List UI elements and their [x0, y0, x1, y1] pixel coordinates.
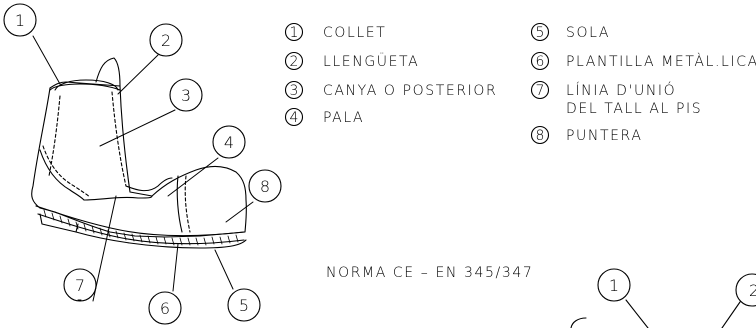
legend-label-sola: SOLA	[566, 25, 610, 41]
leader-lines	[33, 36, 253, 301]
legend-num-3: 3	[290, 83, 299, 99]
legend-item-7: 7 LÍNIA D'UNIÓ DEL TALL AL PIS	[532, 81, 703, 117]
legend-label-canya: CANYA O POSTERIOR	[323, 83, 497, 99]
boot-drawing	[32, 58, 247, 248]
legend-num-2: 2	[290, 54, 299, 70]
partial-leader-2	[722, 302, 740, 328]
norm-text: NORMA CE – EN 345/347	[326, 265, 533, 281]
vamp-seam	[84, 196, 152, 200]
partial-leader-1	[626, 300, 648, 328]
legend-label-collet: COLLET	[323, 25, 386, 41]
legend-num-7: 7	[536, 83, 545, 99]
legend-item-2: 2 LLENGÜETA	[286, 53, 420, 71]
legend-num-8: 8	[536, 128, 545, 144]
toe-cap-stitch	[185, 176, 190, 232]
partial-callout-2: 2	[736, 274, 756, 306]
instep-seam	[126, 178, 172, 191]
callout-6: 6	[149, 292, 181, 324]
partial-circle-edge	[571, 318, 586, 328]
sole-top	[36, 206, 244, 236]
callout-1-label: 1	[15, 11, 25, 30]
boot-outline	[32, 82, 247, 237]
callout-5: 5	[228, 289, 260, 321]
callout-4: 4	[213, 126, 245, 158]
callout-2: 2	[150, 24, 182, 56]
callout-8: 8	[249, 170, 281, 202]
shaft-stitch-back	[49, 96, 60, 176]
heel-counter	[40, 150, 84, 200]
legend-item-6: 6 PLANTILLA METÀL.LICA	[532, 53, 756, 71]
legend-item-8: 8 PUNTERA	[532, 127, 643, 145]
legend-label-linia-line1: LÍNIA D'UNIÓ	[566, 81, 676, 99]
tongue-outline	[96, 58, 120, 86]
legend-item-5: 5 SOLA	[532, 24, 611, 42]
callout-7-label: 7	[75, 276, 85, 295]
callout-4-label: 4	[224, 133, 234, 152]
legend-item-3: 3 CANYA O POSTERIOR	[286, 82, 498, 100]
callout-2-label: 2	[161, 31, 171, 50]
toe-cap-line	[177, 176, 182, 232]
callout-3-label: 3	[181, 86, 191, 105]
callout-1: 1	[4, 4, 36, 36]
legend-label-llengueta: LLENGÜETA	[323, 53, 419, 70]
legend-label-pala: PALA	[323, 110, 364, 126]
legend-item-1: 1 COLLET	[286, 24, 387, 42]
callout-3: 3	[170, 79, 202, 111]
legend-label-linia-line2: DEL TALL AL PIS	[566, 101, 702, 117]
callout-7: 7	[64, 269, 96, 301]
partial-callout-1-label: 1	[609, 276, 619, 295]
legend-num-4: 4	[290, 110, 299, 126]
legend-num-6: 6	[536, 54, 545, 70]
callout-5-label: 5	[239, 296, 249, 315]
sole-ridges	[44, 210, 238, 245]
legend: 1 COLLET 2 LLENGÜETA 3 CANYA O POSTERIOR…	[286, 24, 756, 145]
legend-label-puntera: PUNTERA	[566, 128, 643, 144]
legend-num-5: 5	[536, 25, 545, 41]
callout-8-label: 8	[260, 177, 270, 196]
partial-callout-2-label: 2	[749, 281, 756, 300]
partial-callout-1: 1	[598, 269, 630, 301]
callout-6-label: 6	[160, 299, 170, 318]
partial-diagram: 1 2	[571, 269, 756, 328]
legend-label-plantilla: PLANTILLA METÀL.LICA	[566, 53, 756, 70]
legend-item-4: 4 PALA	[286, 109, 365, 127]
legend-num-1: 1	[290, 25, 299, 41]
